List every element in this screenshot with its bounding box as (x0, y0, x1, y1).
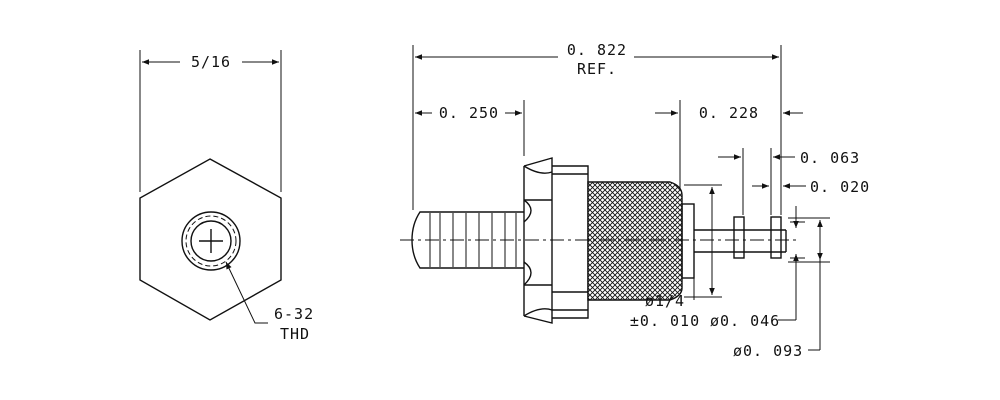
width-label: 5/16 (191, 53, 231, 71)
thread-label-line1: 6-32 (274, 305, 314, 323)
right-length-label: 0. 228 (699, 104, 759, 122)
dia-quarter-line2: ±0. 010 (630, 312, 700, 330)
dim020-label: 0. 020 (810, 178, 870, 196)
left-length-label: 0. 250 (439, 104, 499, 122)
dim063-label: 0. 063 (800, 149, 860, 167)
hex-outline (139, 158, 282, 321)
dia-quarter-line1: ø1/4 (645, 292, 685, 310)
dia046-label: ø0. 046 (710, 312, 780, 330)
thread-leader (225, 261, 268, 324)
knurled-grip (587, 181, 683, 301)
insulator (681, 203, 695, 279)
overall-length-label: 0. 822 (567, 41, 627, 59)
thread-inner-circle (190, 220, 232, 262)
end-view: 5/16 6-32 THD (139, 50, 314, 343)
flange (552, 165, 589, 319)
pin (694, 216, 787, 259)
side-view: 0. 822 REF. 0. 250 0. 228 0. 063 0. 020 (400, 41, 870, 360)
thread-outer-circle (181, 211, 241, 271)
overall-length-note: REF. (577, 60, 617, 78)
thread-dashed-circle (185, 215, 237, 267)
thread-label-line2: THD (280, 325, 310, 343)
dia093-label: ø0. 093 (733, 342, 803, 360)
